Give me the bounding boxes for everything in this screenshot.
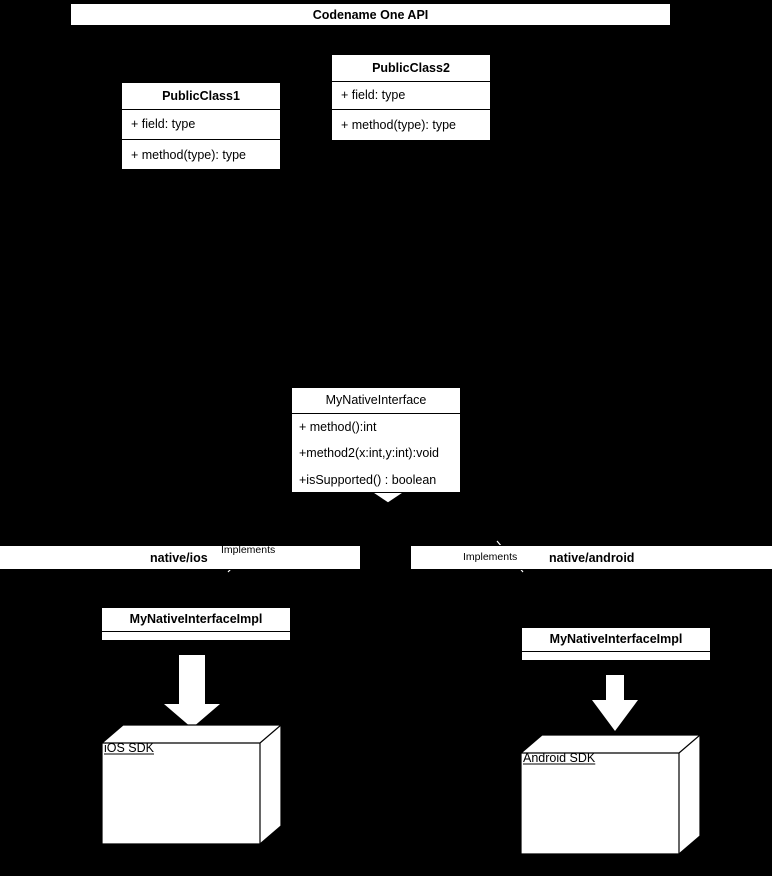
public-class-1-method: + method(type): type xyxy=(122,139,280,170)
my-native-interface-method-2: +method2(x:int,y:int):void xyxy=(299,446,439,461)
native-android-label: native/android xyxy=(549,550,635,565)
android-impl-box: MyNativeInterfaceImpl xyxy=(521,627,711,661)
native-ios-label: native/ios xyxy=(150,550,208,565)
implements-label-android: Implements xyxy=(463,551,518,563)
ios-sdk-label: iOS SDK xyxy=(104,741,155,755)
public-class-2-method: + method(type): type xyxy=(332,109,490,141)
ios-impl-title: MyNativeInterfaceImpl xyxy=(129,612,263,627)
my-native-interface-title: MyNativeInterface xyxy=(325,393,427,408)
android-impl-empty-compartment xyxy=(522,651,710,661)
public-class-2-field: + field: type xyxy=(332,81,490,109)
native-ios-bar: native/ios xyxy=(0,545,361,570)
my-native-interface-method-1: + method():int xyxy=(292,413,460,440)
public-class-2-title: PublicClass2 xyxy=(372,60,450,75)
public-class-1-field: + field: type xyxy=(122,109,280,139)
android-dependency-arrow xyxy=(592,675,638,731)
public-class-2-box: PublicClass2 + field: type + method(type… xyxy=(331,54,491,141)
public-class-1-title: PublicClass1 xyxy=(162,88,240,103)
ios-impl-box: MyNativeInterfaceImpl xyxy=(101,607,291,641)
codename-one-api-bar: Codename One API xyxy=(70,3,671,26)
codename-one-api-label: Codename One API xyxy=(312,7,429,22)
my-native-interface-method-3: +isSupported() : boolean xyxy=(299,473,437,488)
ios-dependency-arrow xyxy=(164,655,220,728)
native-android-bar: native/android xyxy=(410,545,772,570)
public-class-1-box: PublicClass1 + field: type + method(type… xyxy=(121,82,281,170)
ios-impl-empty-compartment xyxy=(102,631,290,641)
my-native-interface-box: MyNativeInterface + method():int +method… xyxy=(291,387,461,493)
android-sdk-label: Android SDK xyxy=(523,751,596,765)
implements-label-ios: Implements xyxy=(221,544,276,556)
android-impl-title: MyNativeInterfaceImpl xyxy=(549,632,683,647)
